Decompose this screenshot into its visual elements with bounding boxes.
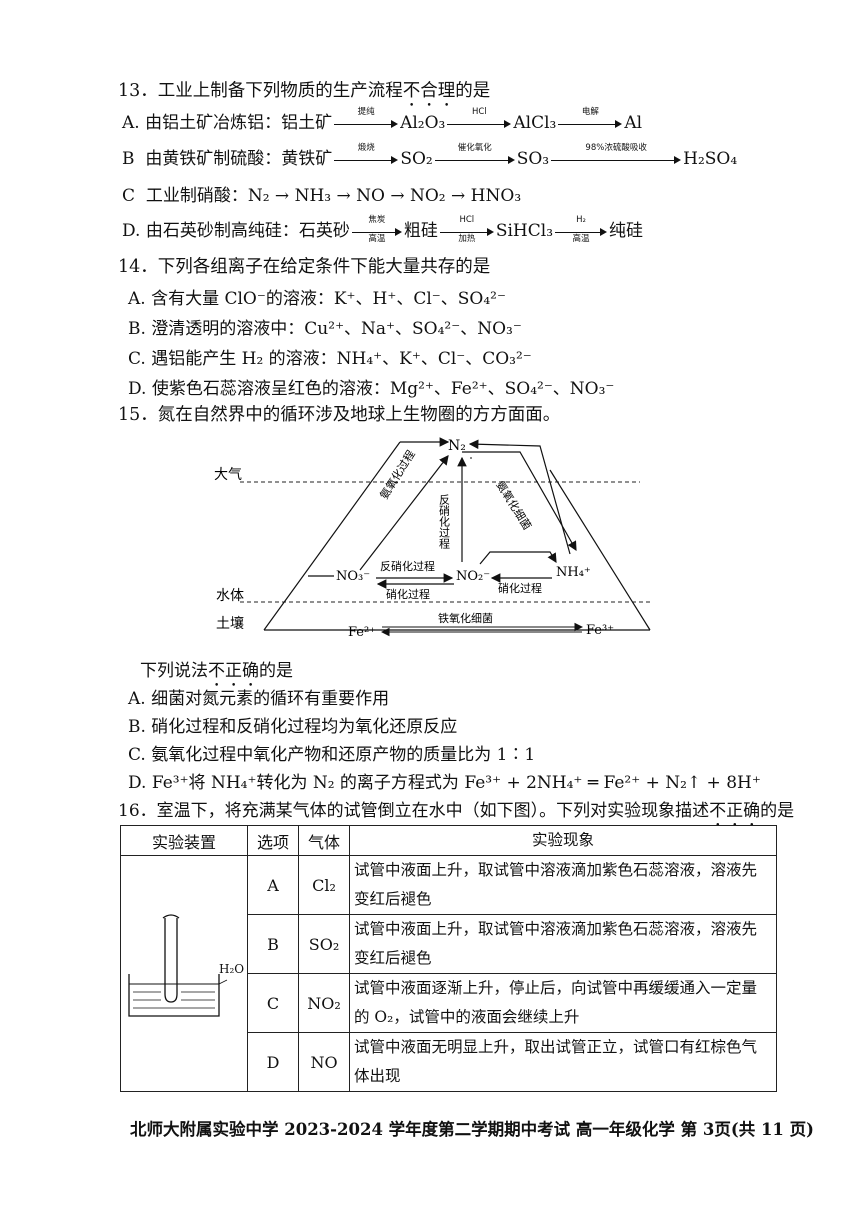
water-label: H₂O (219, 962, 245, 976)
table-header: 选项 (247, 825, 299, 856)
n2-label: N₂ (448, 438, 466, 454)
experiment-table: 实验装置 选项 气体 实验现象 H₂O A Cl₂ 试管中液面上 (120, 825, 777, 1092)
q14-option-a: A. 含有大量 ClO⁻的溶液：K⁺、H⁺、Cl⁻、SO₄²⁻ (128, 289, 506, 309)
right-process-label: 氨氧化细菌 (493, 478, 534, 532)
table-row: D NO 试管中液面无明显上升，取出试管正立，试管口有红棕色气体出现 (121, 1032, 777, 1092)
table-row: B SO₂ 试管中液面上升，取试管中溶液滴加紫色石蕊溶液，溶液先变红后褪色 (121, 914, 777, 974)
arrow: 电解 (558, 107, 623, 131)
denitrification-label: 反硝化过程 (380, 559, 435, 573)
arrow: 催化氧化 (434, 143, 515, 167)
table-header: 气体 (298, 825, 350, 856)
q15-stem: 15．氮在自然界中的循环涉及地球上生物圈的方方面面。 (118, 405, 561, 425)
table-row: C NO₂ 试管中液面逐渐上升，停止后，向试管中再缓缓通入一定量的 O₂，试管中… (121, 973, 777, 1033)
table-header: 实验装置 (120, 825, 248, 856)
nitrification-right-label: 硝化过程 (498, 581, 542, 595)
q13-stem: 13．工业上制备下列物质的生产流程不合理的是 (118, 81, 491, 101)
iron-bacteria-label: 铁氧化细菌 (438, 611, 493, 625)
q15-option-d: D. Fe³⁺将 NH₄⁺转化为 N₂ 的离子方程式为 Fe³⁺ + 2NH₄⁺… (128, 773, 761, 793)
q14-stem: 14．下列各组离子在给定条件下能大量共存的是 (118, 257, 491, 277)
option-cell: A (247, 855, 299, 915)
observation-cell: 试管中液面逐渐上升，停止后，向试管中再缓缓通入一定量的 O₂，试管中的液面会继续… (349, 973, 777, 1033)
gas-cell: NO (298, 1032, 350, 1092)
observation-cell: 试管中液面上升，取试管中溶液滴加紫色石蕊溶液，溶液先变红后褪色 (349, 914, 777, 974)
arrow: 98%浓硫酸吸收 (551, 143, 682, 167)
arrow: 煅烧 (334, 143, 399, 167)
nh4-label: NH₄⁺ (556, 565, 591, 580)
q15-sub-stem: 下列说法不正确的是 (140, 661, 293, 681)
mid-process-label: 反硝化过程 (438, 494, 451, 550)
gas-cell: SO₂ (298, 914, 350, 974)
q15-option-c: C. 氨氧化过程中氧化产物和还原产物的质量比为 1∶1 (128, 745, 536, 765)
fe2-label: Fe²⁺ (348, 625, 376, 640)
apparatus-cell: H₂O (120, 855, 248, 1092)
soil-label: 土壤 (216, 615, 244, 632)
no3-label: NO₃⁻ (336, 569, 370, 584)
nitrification-left-label: 硝化过程 (386, 587, 430, 601)
q15-option-b: B. 硝化过程和反硝化过程均为氧化还原反应 (128, 717, 458, 737)
fe3-label: Fe³⁺ (586, 623, 614, 638)
option-cell: D (247, 1032, 299, 1092)
page-footer: 北师大附属实验中学 2023-2024 学年度第二学期期中考试 高一年级化学 第… (130, 1120, 814, 1139)
observation-cell: 试管中液面上升，取试管中溶液滴加紫色石蕊溶液，溶液先变红后褪色 (349, 855, 777, 915)
q14-option-b: B. 澄清透明的溶液中：Cu²⁺、Na⁺、SO₄²⁻、NO₃⁻ (128, 319, 522, 339)
gas-cell: Cl₂ (298, 855, 350, 915)
no2-label: NO₂⁻ (456, 569, 490, 584)
q13-option-c: C 工业制硝酸：N₂ → NH₃ → NO → NO₂ → HNO₃ (122, 186, 522, 206)
q14-option-d: D. 使紫色石蕊溶液呈红色的溶液：Mg²⁺、Fe²⁺、SO₄²⁻、NO₃⁻ (128, 379, 615, 399)
arrow: 提纯 (334, 107, 399, 131)
arrow: 焦炭高温 (351, 215, 402, 243)
water-label: 水体 (216, 588, 244, 604)
nitrogen-cycle-diagram: 大气 水体 土壤 N₂ NO₃⁻ NO₂⁻ NH₄⁺ 反硝化过程 硝化过程 硝化… (214, 437, 651, 640)
observation-cell: 试管中液面无明显上升，取出试管正立，试管口有红棕色气体出现 (349, 1032, 777, 1092)
inverted-test-tube-figure (128, 913, 228, 1017)
left-process-label: 氨氧化过程 (377, 448, 418, 502)
q14-option-c: C. 遇铝能产生 H₂ 的溶液：NH₄⁺、K⁺、Cl⁻、CO₃²⁻ (128, 349, 532, 369)
option-cell: B (247, 914, 299, 974)
arrow: HCl (447, 107, 512, 131)
table-row: H₂O A Cl₂ 试管中液面上升，取试管中溶液滴加紫色石蕊溶液，溶液先变红后褪… (120, 855, 777, 1092)
table-header-row: 实验装置 选项 气体 实验现象 (120, 825, 777, 856)
table-header: 实验现象 (349, 825, 777, 856)
atmosphere-label: 大气 (214, 467, 242, 483)
option-cell: C (247, 973, 299, 1033)
q16-stem: 16．室温下，将充满某气体的试管倒立在水中（如下图）。下列对实验现象描述不正确的… (118, 801, 795, 821)
gas-cell: NO₂ (298, 973, 350, 1033)
q15-option-a: A. 细菌对氮元素的循环有重要作用 (128, 689, 390, 709)
